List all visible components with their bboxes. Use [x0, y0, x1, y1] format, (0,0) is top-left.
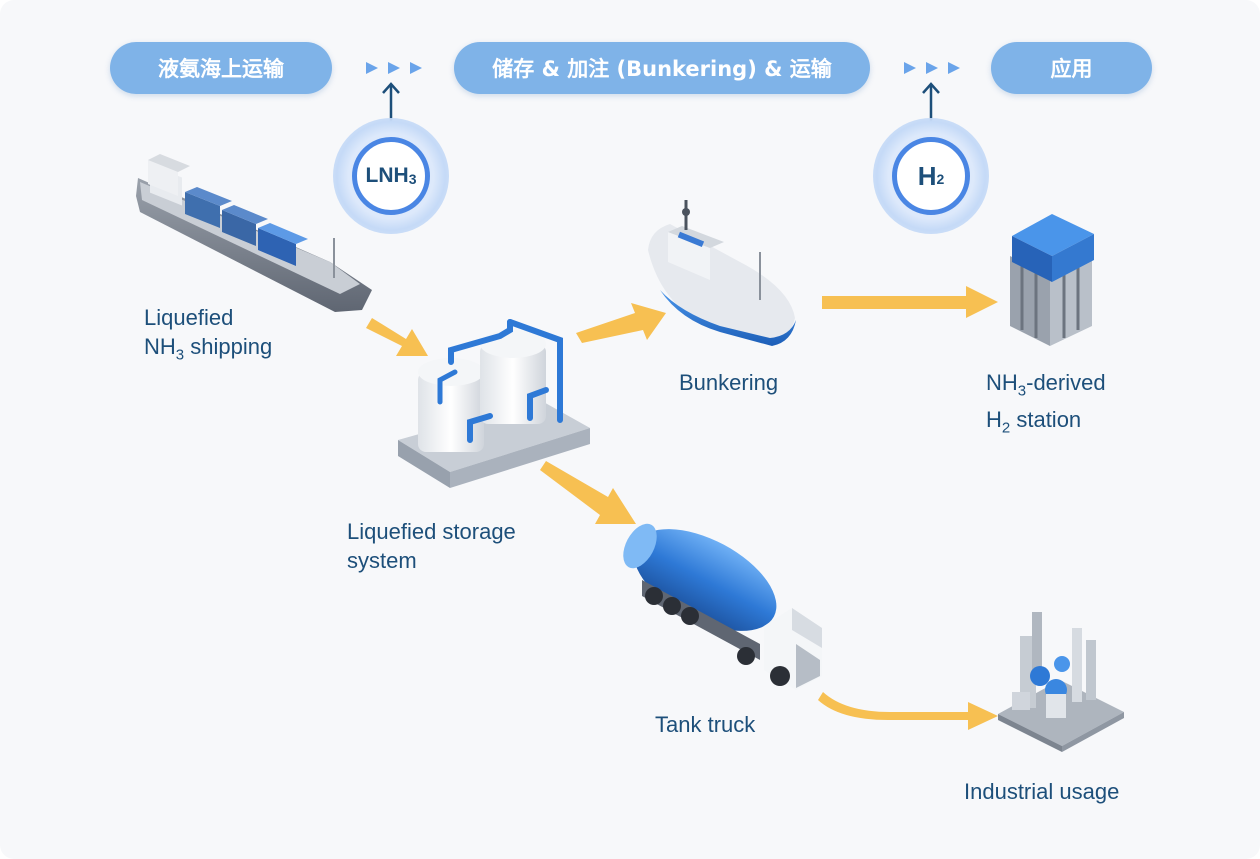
tank-truck-icon — [623, 523, 822, 690]
industrial-plant-icon — [998, 612, 1124, 752]
storage-tanks-icon — [398, 319, 590, 488]
bunkering-label: Bunkering — [679, 368, 778, 397]
stage-label: 液氨海上运输 — [158, 57, 284, 81]
bunkering-ship-icon — [648, 200, 796, 346]
h2-station-icon — [1010, 214, 1094, 346]
industrial-label: Industrial usage — [964, 777, 1119, 806]
stage-label: 储存 & 加注 (Bunkering) & 运输 — [492, 57, 832, 81]
label-line: Industrial usage — [964, 779, 1120, 804]
h2-station-label: NH3-derived H2 station — [986, 368, 1106, 443]
label-line: Liquefied storage — [347, 519, 516, 544]
badge-subscript: 3 — [408, 171, 417, 187]
flow-arrow — [366, 318, 428, 356]
badge-subscript: 2 — [936, 171, 945, 187]
label-line: system — [347, 548, 417, 573]
chevron-right-icon — [366, 62, 422, 74]
cargo-ship-icon — [136, 154, 372, 312]
shipping-label: Liquefied NH3 shipping — [144, 303, 272, 369]
label-line: Bunkering — [679, 370, 779, 395]
flow-arrow — [822, 286, 998, 318]
flow-arrow — [540, 461, 636, 524]
flow-arrow — [818, 692, 998, 730]
chevron-right-icon — [904, 62, 960, 74]
stage-pill-application: 应用 — [991, 42, 1152, 94]
storage-label: Liquefied storage system — [347, 517, 516, 575]
arrow-up-icon — [382, 82, 400, 124]
tank-truck-label: Tank truck — [655, 710, 755, 739]
label-line: Tank truck — [655, 712, 756, 737]
label-line: NH3-derived — [986, 370, 1106, 400]
stage-pill-storage-bunkering: 储存 & 加注 (Bunkering) & 运输 — [454, 42, 870, 94]
label-line: NH3 shipping — [144, 334, 273, 364]
badge-label: LNH — [365, 164, 409, 187]
label-line: Liquefied — [144, 305, 234, 330]
label-line: H2 station — [986, 407, 1082, 437]
arrow-up-icon — [922, 82, 940, 124]
flow-arrow — [576, 303, 666, 343]
badge-label: H — [917, 160, 937, 191]
stage-pill-shipping: 液氨海上运输 — [110, 42, 332, 94]
stage-label: 应用 — [1050, 57, 1093, 81]
